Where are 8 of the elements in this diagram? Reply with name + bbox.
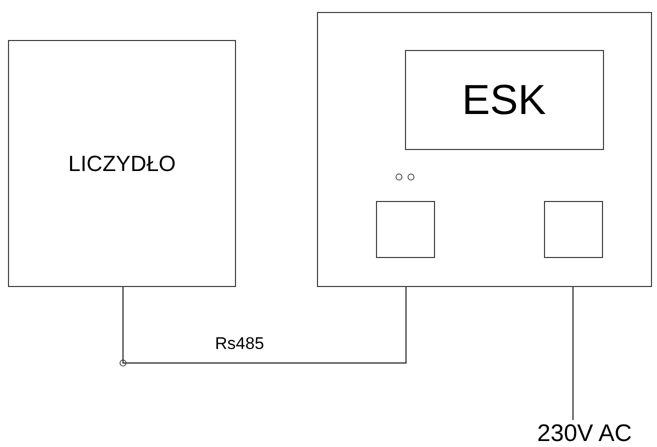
display-box [404,50,604,150]
device-box [8,40,236,287]
voltage-text: 230V AC [512,420,657,447]
port-box [376,200,434,258]
controller-box [317,12,652,287]
node-label: ESK [462,76,546,124]
port-box [544,200,602,258]
node-label: LICZYDŁO [68,150,176,176]
